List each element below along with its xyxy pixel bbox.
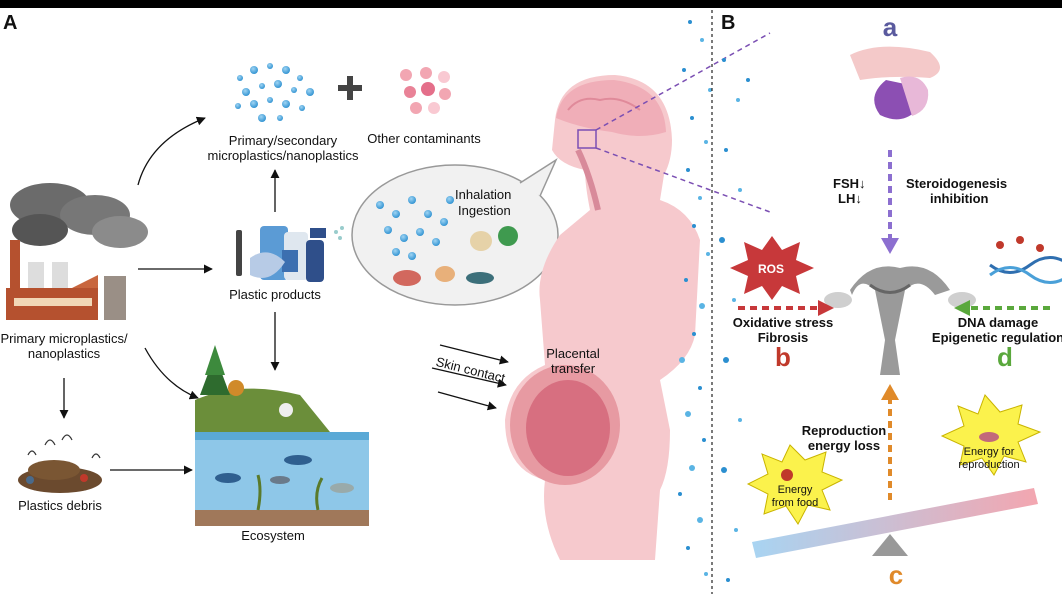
other-contaminants-label: Other contaminants — [367, 131, 481, 146]
zoom-line-top — [595, 32, 771, 131]
intake-bubble — [351, 158, 559, 306]
ingestion-label: Ingestion — [458, 203, 511, 218]
zoom-line-bottom — [595, 147, 771, 213]
arrow-skin-2 — [431, 367, 507, 388]
debris-icon — [18, 434, 102, 493]
lh-label: LH↓ — [838, 191, 862, 206]
ros-burst — [730, 236, 814, 300]
human-body-figure — [505, 75, 700, 560]
factory-icon — [6, 183, 148, 320]
ecosystem-label: Ecosystem — [241, 528, 305, 543]
zoom-box — [577, 129, 597, 149]
mitochondria-icon — [979, 432, 999, 442]
dna-icon — [989, 236, 1062, 284]
plastic-products-label: Plastic products — [229, 287, 321, 302]
brain-pituitary-icon — [850, 46, 940, 120]
letter-a: a — [882, 12, 898, 42]
ecosystem-icon — [195, 345, 369, 526]
fsh-label: FSH↓ — [833, 176, 866, 191]
arrow-to-primary — [137, 116, 206, 186]
primary-micro-label: Primary microplastics/nanoplastics — [0, 331, 128, 361]
balance-fulcrum — [872, 534, 908, 556]
panel-label-a: A — [3, 12, 18, 34]
inhalation-label: Inhalation — [455, 187, 512, 202]
plastic-products-icon — [236, 226, 344, 282]
arrow-skin-1 — [439, 344, 509, 365]
top-border — [0, 0, 1062, 8]
letter-c: c — [888, 560, 904, 590]
ros-label: ROS — [758, 262, 785, 276]
microplastic-particles-cluster — [235, 63, 314, 122]
apple-icon — [781, 469, 793, 481]
balance-beam — [752, 488, 1038, 558]
scattered-particles — [678, 20, 750, 582]
energy-food-burst — [746, 444, 844, 525]
contaminant-particles — [400, 67, 451, 114]
plus-icon — [338, 76, 362, 100]
panel-label-b: B — [721, 12, 736, 34]
letter-d: d — [997, 342, 1013, 372]
arrow-to-ecosystem — [144, 347, 199, 400]
letter-b: b — [775, 342, 791, 372]
plastics-debris-label: Plastics debris — [18, 498, 102, 513]
arrow-skin-3 — [437, 391, 497, 411]
